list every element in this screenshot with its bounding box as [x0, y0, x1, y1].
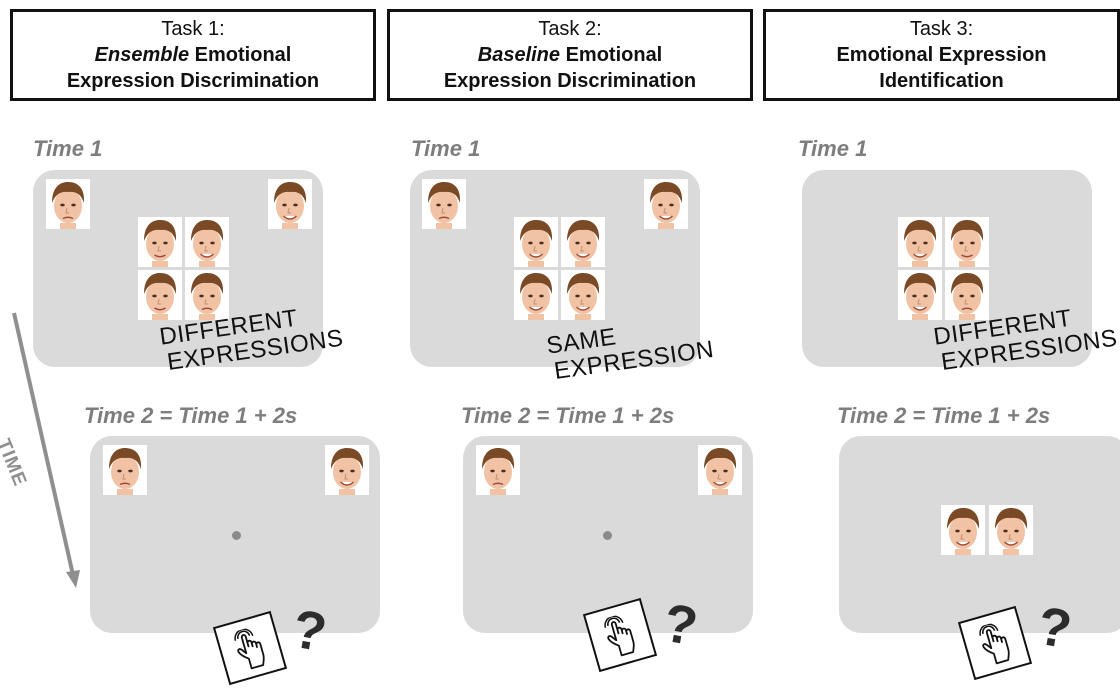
hand-pointer-icon [597, 610, 645, 661]
task-1-time1-label: Time 1 [33, 136, 103, 161]
response-card [212, 610, 288, 686]
face-happy-right [698, 445, 742, 495]
ensemble-face [138, 270, 182, 320]
task-3-title-line-2: Identification [879, 70, 1004, 92]
task-1-title-line: Ensemble Emotional [95, 42, 292, 68]
task-2-title-line: Baseline Emotional [478, 42, 663, 68]
fixation-dot [232, 531, 241, 540]
face-happy-right [325, 445, 369, 495]
task-2-title-emphasis: Baseline [477, 44, 561, 66]
face-option-right [989, 505, 1033, 555]
face-sad-left [422, 179, 466, 229]
task-3-time2-label: Time 2 = Time 1 + 2s [837, 403, 1051, 428]
ensemble-face [898, 217, 942, 267]
face-happy-right [644, 179, 688, 229]
response-card [582, 597, 658, 673]
ensemble-face [185, 270, 229, 320]
ensemble-face [561, 217, 605, 267]
task-2-title-rest: Emotional [560, 44, 663, 66]
task-2-number: Task 2: [538, 18, 602, 40]
ensemble-face [898, 270, 942, 320]
face-option-left [941, 505, 985, 555]
task-1-header: Task 1: Ensemble Emotional Expression Di… [10, 9, 376, 101]
face-sad-left [103, 445, 147, 495]
task-2-header: Task 2: Baseline Emotional Expression Di… [387, 9, 753, 101]
ensemble-face [514, 217, 558, 267]
task-1-time2-label: Time 2 = Time 1 + 2s [84, 403, 298, 428]
ensemble-face [138, 217, 182, 267]
task-3-title-line: Emotional Expression [836, 44, 1047, 66]
task-1-number: Task 1: [161, 18, 225, 40]
face-happy-right [268, 179, 312, 229]
task-1-title-rest: Emotional [189, 44, 292, 66]
time-arrow [12, 312, 80, 588]
task-1-title-line-2: Expression Discrimination [66, 70, 320, 92]
task-2-time2-label: Time 2 = Time 1 + 2s [461, 403, 675, 428]
hand-pointer-icon [227, 623, 275, 674]
ensemble-face [561, 270, 605, 320]
task-2-time1-label: Time 1 [411, 136, 481, 161]
task-1-title-emphasis: Ensemble [94, 44, 190, 66]
task-2-title-line-2: Expression Discrimination [443, 70, 697, 92]
ensemble-face [945, 217, 989, 267]
ensemble-face [945, 270, 989, 320]
task-3-time1-screen [802, 170, 1092, 367]
fixation-dot [603, 531, 612, 540]
ensemble-face [185, 217, 229, 267]
task-3-header: Task 3: Emotional Expression Identificat… [763, 9, 1120, 101]
response-card [957, 605, 1033, 681]
task-3-time1-label: Time 1 [798, 136, 868, 161]
ensemble-face [514, 270, 558, 320]
task-3-number: Task 3: [909, 18, 974, 40]
hand-pointer-icon [972, 618, 1020, 669]
face-sad-left [476, 445, 520, 495]
